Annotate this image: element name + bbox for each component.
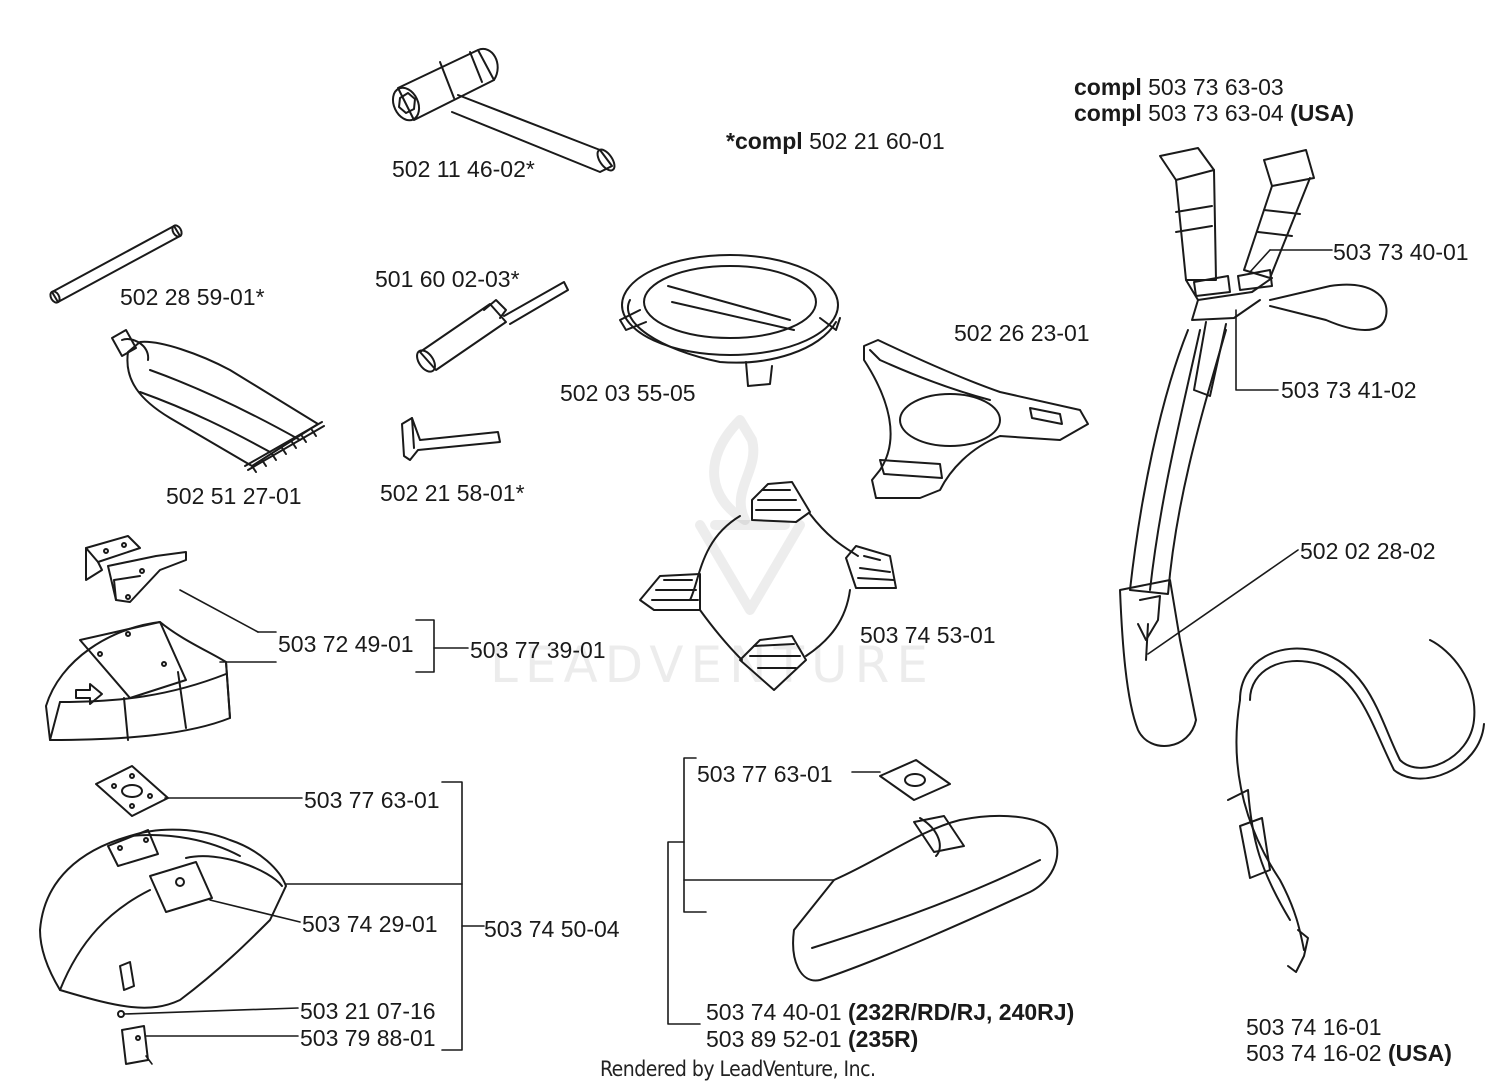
- part-label-503-74-40-01: 503 74 40-01 (232R/RD/RJ, 240RJ): [706, 999, 1074, 1025]
- kit-compl-word: *compl: [726, 128, 803, 154]
- harness-part: [1119, 147, 1388, 747]
- harness-compl-suffix-2: (USA): [1290, 100, 1354, 126]
- leader-lines: [123, 249, 1333, 1065]
- part-label-503-89-52-01: 503 89 52-01 (235R): [706, 1026, 918, 1052]
- part-label-502-03-55-05: 502 03 55-05: [560, 380, 696, 406]
- mounting-plate-part-left: [95, 765, 169, 817]
- part-label-501-60-02-03: 501 60 02-03*: [375, 266, 520, 292]
- blade-head-part: [639, 481, 897, 691]
- part-label-503-72-49-01: 503 72 49-01: [278, 631, 414, 657]
- watermark-logo: [695, 415, 805, 615]
- region-suffix-503-74-16-02: (USA): [1387, 1040, 1452, 1066]
- part-label-502-28-59-01: 502 28 59-01*: [120, 284, 265, 310]
- shoulder-strap-part: [1227, 639, 1485, 973]
- part-label-503-74-16-01: 503 74 16-01: [1246, 1014, 1382, 1040]
- kit-label-502-21-60-01: *compl 502 21 60-01: [726, 128, 945, 154]
- part-label-503-74-53-01: 503 74 53-01: [860, 622, 996, 648]
- blade-guard-small-part: [45, 621, 231, 741]
- hex-key-part: [401, 417, 501, 461]
- harness-compl-number-1: 503 73 63-03: [1148, 74, 1284, 100]
- part-number-503-74-40-01: 503 74 40-01: [706, 999, 842, 1025]
- part-label-502-51-27-01: 502 51 27-01: [166, 483, 302, 509]
- part-label-503-77-63-01-left: 503 77 63-01: [304, 787, 440, 813]
- model-suffix-503-74-40-01: (232R/RD/RJ, 240RJ): [847, 999, 1075, 1025]
- part-label-502-26-23-01: 502 26 23-01: [954, 320, 1090, 346]
- part-label-503-21-07-16: 503 21 07-16: [300, 998, 436, 1024]
- bolt-part: [117, 1010, 125, 1018]
- long-guard-part: [792, 814, 1059, 982]
- part-label-503-74-50-04: 503 74 50-04: [484, 916, 620, 942]
- grease-tube-part: [111, 329, 325, 473]
- cover-plate-part: [121, 1025, 149, 1065]
- part-label-503-77-39-01: 503 77 39-01: [470, 637, 606, 663]
- blade-guard-large-part: [39, 828, 287, 1009]
- footer-credit: Rendered by LeadVenture, Inc.: [600, 1057, 876, 1081]
- watermark-text: LEADVENTURE: [490, 636, 935, 694]
- guard-bracket-part: [85, 535, 187, 603]
- screwdriver-part: [416, 281, 569, 373]
- part-number-503-89-52-01: 503 89 52-01: [706, 1026, 842, 1052]
- part-label-502-11-46-02: 502 11 46-02*: [392, 156, 535, 182]
- t-wrench-part: [391, 47, 616, 173]
- part-label-502-02-28-02: 502 02 28-02: [1300, 538, 1436, 564]
- harness-compl-word-2: compl: [1074, 100, 1142, 126]
- trimmer-ring-part: [619, 254, 841, 387]
- rod-part: [49, 224, 183, 304]
- harness-kit-label-2: compl 503 73 63-04 (USA): [1074, 100, 1354, 126]
- part-label-502-21-58-01: 502 21 58-01*: [380, 480, 525, 506]
- part-label-503-74-29-01: 503 74 29-01: [302, 911, 438, 937]
- part-label-503-73-40-01: 503 73 40-01: [1333, 239, 1469, 265]
- tri-clip-part: [863, 339, 1089, 499]
- part-label-503-74-16-02: 503 74 16-02 (USA): [1246, 1040, 1452, 1066]
- harness-kit-label-1: compl 503 73 63-03: [1074, 74, 1284, 100]
- part-label-503-77-63-01-right: 503 77 63-01: [697, 761, 833, 787]
- harness-compl-number-2: 503 73 63-04: [1148, 100, 1284, 126]
- part-label-503-79-88-01: 503 79 88-01: [300, 1025, 436, 1051]
- part-label-503-73-41-02: 503 73 41-02: [1281, 377, 1417, 403]
- kit-compl-number: 502 21 60-01: [809, 128, 945, 154]
- mounting-plate-part-right: [879, 759, 951, 801]
- model-suffix-503-89-52-01: (235R): [847, 1026, 919, 1052]
- part-number-503-74-16-02: 503 74 16-02: [1246, 1040, 1382, 1066]
- harness-compl-word-1: compl: [1074, 74, 1142, 100]
